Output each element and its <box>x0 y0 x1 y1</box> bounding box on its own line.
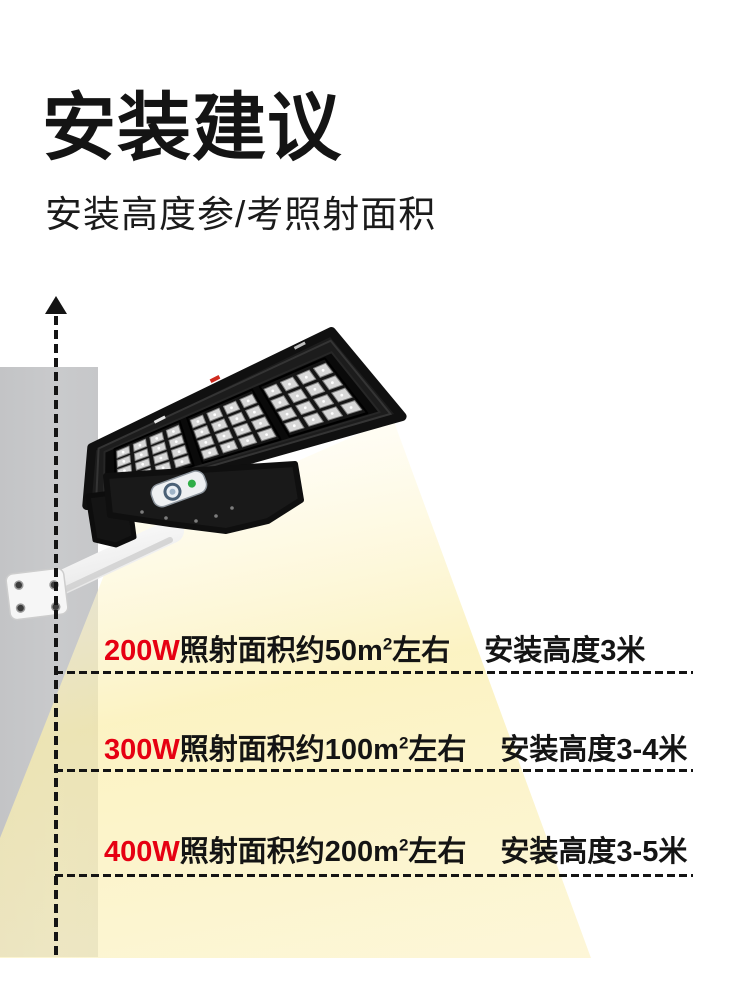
pir-sensor-panel <box>150 470 208 508</box>
level-line-3-5m <box>55 874 693 877</box>
power-label: 300W <box>104 734 180 766</box>
level-line-3-4m <box>55 769 693 772</box>
indicator-led-icon <box>187 479 196 488</box>
install-height-label: 安装高度3-4米 <box>500 734 688 766</box>
area-label: 照射面积约200m <box>179 836 399 868</box>
area-label: 照射面积约100m <box>179 734 399 766</box>
spec-row-400w: 400W照射面积约200m2左右 安装高度3-5米 <box>104 836 687 868</box>
page-title: 安装建议 <box>42 86 342 169</box>
area-label: 照射面积约50m <box>179 635 383 667</box>
lamp-bracket <box>85 341 306 548</box>
area-tail: 左右 <box>408 734 467 766</box>
power-label: 400W <box>104 836 180 868</box>
spec-row-200w: 200W照射面积约50m2左右 安装高度3米 <box>104 635 645 667</box>
area-superscript: 2 <box>382 634 393 654</box>
spec-row-300w: 300W照射面积约100m2左右 安装高度3-4米 <box>104 734 687 766</box>
height-arrow-line <box>54 316 58 958</box>
area-tail: 左右 <box>408 836 467 868</box>
red-mark-icon <box>209 374 221 384</box>
power-label: 200W <box>104 635 180 667</box>
level-line-3m <box>55 671 693 674</box>
wall-bracket <box>5 567 69 621</box>
install-height-label: 安装高度3-5米 <box>500 836 688 868</box>
install-height-label: 安装高度3米 <box>484 635 646 667</box>
lamp-head <box>82 327 407 510</box>
area-tail: 左右 <box>392 635 451 667</box>
arrow-up-icon <box>45 296 67 314</box>
area-superscript: 2 <box>398 835 409 855</box>
pole-arm <box>5 519 184 621</box>
area-superscript: 2 <box>398 733 409 753</box>
page-subtitle: 安装高度参/考照射面积 <box>45 194 437 235</box>
